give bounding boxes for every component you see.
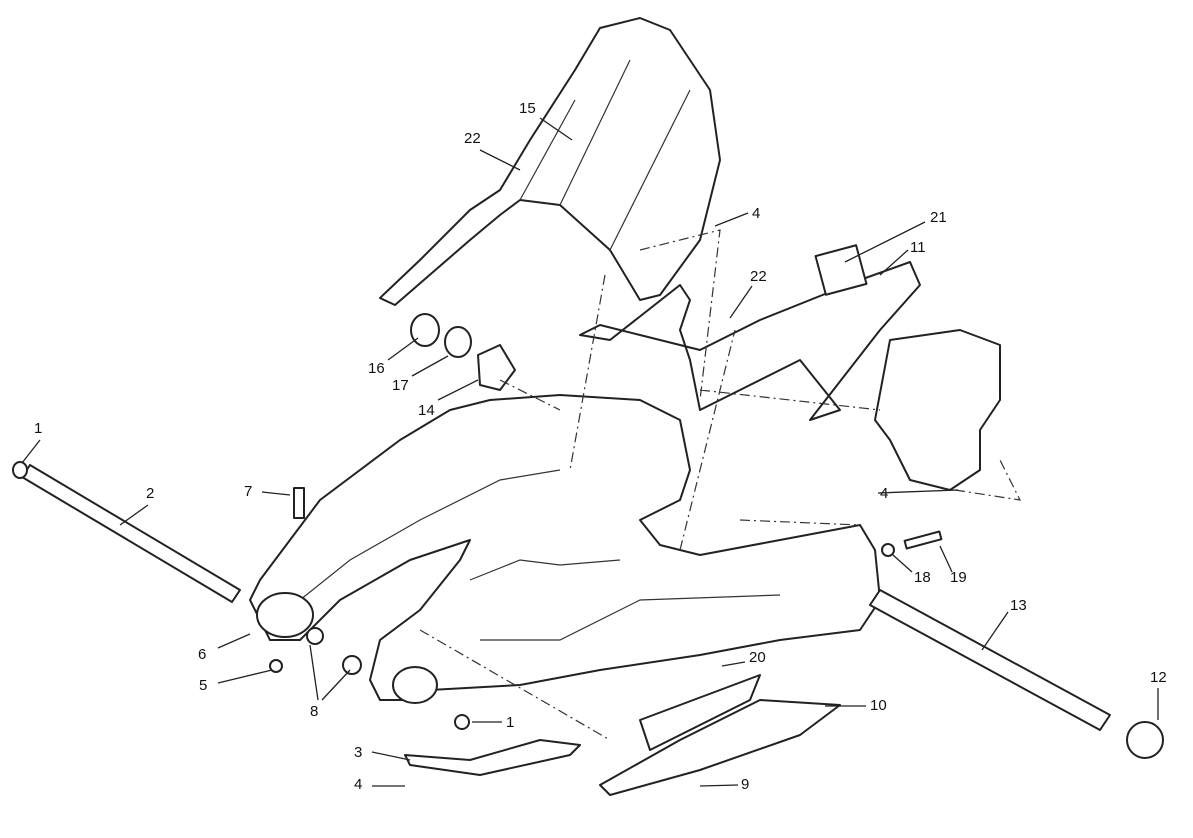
callout-20: 20 [721,649,766,667]
callout-number: 1 [506,714,514,731]
callout-number: 8 [310,703,318,720]
callout-number: 12 [1150,669,1167,686]
part-wheel-axle [869,589,1111,731]
part-caliper-bracket [874,329,1001,491]
callout-leader-line [939,545,953,573]
callout-number: 10 [870,697,887,714]
callout-leader-line [714,212,749,227]
callout-number: 22 [750,268,767,285]
callout-8: 8 [309,644,319,720]
callout-number: 2 [146,485,154,502]
callout-leader-line [844,221,926,263]
callout-4: 4 [877,485,959,502]
callout-number: 21 [930,209,947,226]
callout-14: 14 [418,379,479,419]
callout-leader-line [217,669,273,684]
callout-11: 11 [879,239,926,276]
callout-leader-line [437,379,479,401]
callout-4: 4 [354,776,405,793]
callout-7: 7 [244,483,291,500]
callout-15: 15 [519,100,573,141]
callout-number: 13 [1010,597,1027,614]
callout-10: 10 [825,697,887,714]
callout-leader-line [387,337,419,361]
callout-leader-line [539,117,573,141]
callout-22: 22 [464,130,521,171]
callout-leader-line [699,784,739,787]
callout-22: 22 [729,268,767,319]
callout-4: 4 [714,205,760,227]
callout-number: 4 [880,485,888,502]
callout-number: 14 [418,402,435,419]
callout-leader-line [371,751,411,761]
callout-16: 16 [368,337,419,377]
callout-number: 9 [741,776,749,793]
callout-number: 17 [392,377,409,394]
callout-12: 12 [1150,669,1167,720]
callout-3: 3 [354,744,411,761]
part-rear-mudguard [379,17,721,306]
part-hose-clamp [404,739,581,776]
callout-number: 20 [749,649,766,666]
callout-21: 21 [844,209,947,263]
callout-9: 9 [699,776,749,793]
callout-number: 7 [244,483,252,500]
callout-leader-line [21,439,41,464]
callout-leader-line [119,504,149,526]
callout-number: 3 [354,744,362,761]
callout-19: 19 [939,545,967,586]
part-chain-guard [579,261,921,421]
callout-number: 6 [198,646,206,663]
callout-leader-line [309,644,319,701]
part-pivot-boss [256,592,314,638]
callout-leader-line [261,491,291,496]
part-chain-slider [599,699,841,796]
callout-leader-line [892,554,913,573]
part-swingarm [249,394,881,701]
callout-number: 4 [752,205,760,222]
callout-leader-line [981,611,1009,651]
callout-number: 18 [914,569,931,586]
callout-18: 18 [892,554,931,586]
callout-2: 2 [119,485,154,526]
callout-leader-line [479,149,521,171]
callout-leader-line [721,661,746,667]
callout-leader-line [729,285,753,319]
callout-number: 4 [354,776,362,793]
callout-17: 17 [392,355,449,394]
callout-number: 19 [950,569,967,586]
callout-number: 22 [464,130,481,147]
callout-1: 1 [472,714,514,731]
callout-5: 5 [199,669,273,694]
callout-6: 6 [198,633,251,663]
callout-13: 13 [981,597,1027,651]
callout-1: 1 [21,420,42,464]
callout-number: 11 [910,239,926,256]
callout-leader-line [321,669,351,701]
callout-number: 16 [368,360,385,377]
callout-leader-line [877,489,959,494]
callout-number: 15 [519,100,536,117]
callout-leader-line [411,355,449,377]
callout-leader-line [217,633,251,649]
callout-number: 1 [34,420,42,437]
part-axle-nut [1126,721,1164,759]
callout-leader-line [879,249,909,276]
callout-number: 5 [199,677,207,694]
part-pivot-shaft [21,464,241,603]
